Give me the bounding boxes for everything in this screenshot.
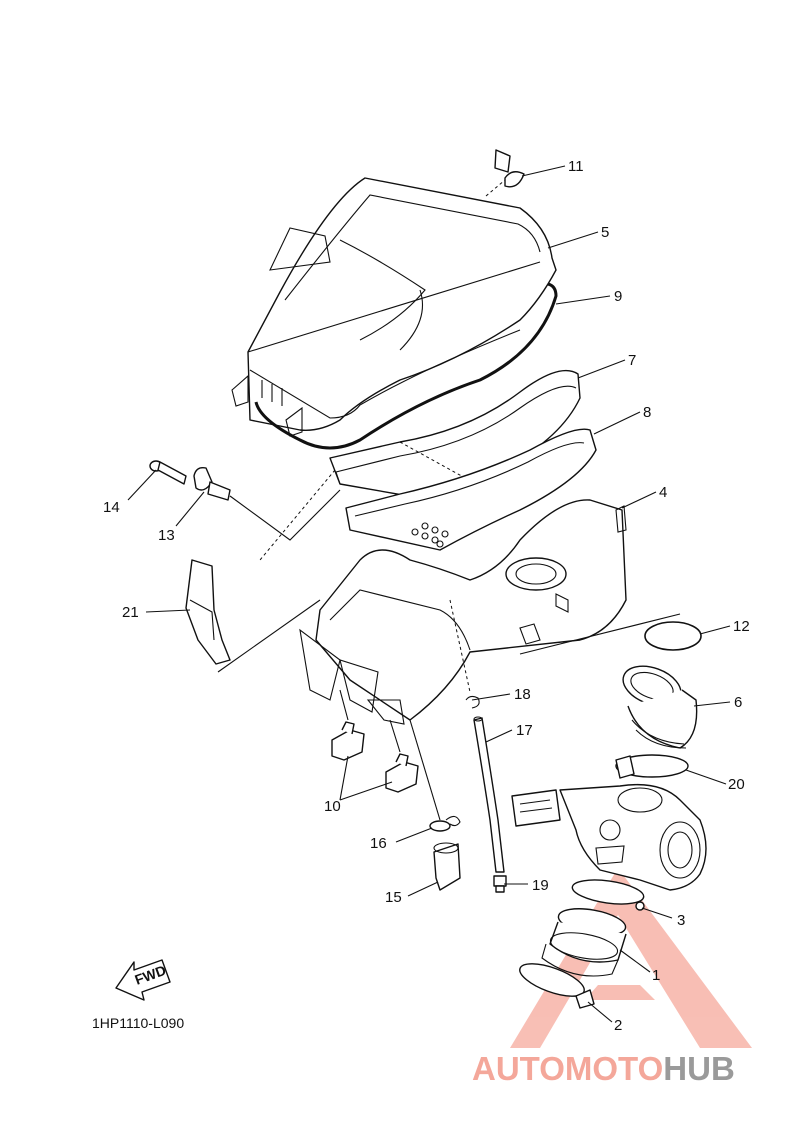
callout-10: 10 xyxy=(324,798,341,815)
part-2-hose-clamp xyxy=(519,963,595,1009)
callout-21: 21 xyxy=(122,604,139,621)
watermark-hub: HUB xyxy=(663,1050,735,1087)
part-17-hose xyxy=(473,716,505,873)
part-12-o-ring xyxy=(644,621,702,651)
watermark-automoto: AUTOMOTO xyxy=(472,1050,663,1087)
part-15-drain-cap xyxy=(433,842,461,891)
part-16-seal xyxy=(409,719,461,832)
callout-20: 20 xyxy=(728,776,745,793)
part-13-drain-fitting xyxy=(193,466,341,541)
watermark-triangle-logo xyxy=(510,868,752,1048)
part-3-clamp xyxy=(571,879,645,911)
callout-17: 17 xyxy=(516,722,533,739)
callout-9: 9 xyxy=(614,288,622,305)
callout-8: 8 xyxy=(643,404,651,421)
callout-labels: 11 5 9 7 8 4 14 13 21 12 6 18 17 20 10 1… xyxy=(103,158,750,1034)
part-18-hose-clip xyxy=(465,695,480,709)
part-6-intake-joint xyxy=(622,665,698,749)
callout-1: 1 xyxy=(652,967,660,984)
callout-16: 16 xyxy=(370,835,387,852)
part-1-carburetor-joint xyxy=(541,908,627,977)
part-19-plug xyxy=(493,875,507,893)
callout-7: 7 xyxy=(628,352,636,369)
callout-13: 13 xyxy=(158,527,175,544)
callout-18: 18 xyxy=(514,686,531,703)
callout-leaders xyxy=(127,165,731,1023)
part-4-air-cleaner-case xyxy=(299,499,627,725)
part-8-filter-frame xyxy=(345,428,597,551)
callout-5: 5 xyxy=(601,224,609,241)
part-20-hose-clamp xyxy=(615,754,689,779)
diagram-code: 1HP1110-L090 xyxy=(92,1015,184,1031)
part-21-bracket xyxy=(185,559,321,673)
callout-12: 12 xyxy=(733,618,750,635)
fwd-arrow-icon: FWD xyxy=(115,959,171,1001)
part-7-air-filter-element xyxy=(259,369,581,561)
callout-15: 15 xyxy=(385,889,402,906)
callout-2: 2 xyxy=(614,1017,622,1034)
callout-14: 14 xyxy=(103,499,120,516)
throttle-body xyxy=(511,783,707,891)
callout-19: 19 xyxy=(532,877,549,894)
callout-4: 4 xyxy=(659,484,667,501)
part-10-damper xyxy=(331,689,419,793)
callout-3: 3 xyxy=(677,912,685,929)
part-11-clip xyxy=(485,149,525,197)
part-9-gasket xyxy=(254,282,558,450)
callout-11: 11 xyxy=(568,158,584,175)
watermark-text: AUTOMOTOHUB xyxy=(472,1050,735,1087)
callout-6: 6 xyxy=(734,694,742,711)
part-5-air-cleaner-cover xyxy=(231,177,557,437)
part-14-screw xyxy=(149,460,187,485)
